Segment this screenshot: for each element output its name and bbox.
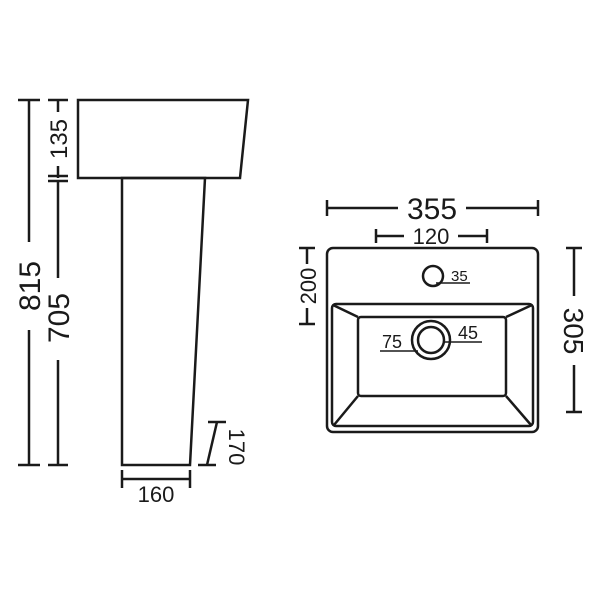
basin-rim	[325, 246, 540, 434]
dim-tap-hole-spacing: 120	[374, 224, 489, 249]
dim-overall-width: 355	[325, 193, 540, 226]
label-pedestal-depth: 170	[224, 429, 249, 466]
side-view: 815 135 705 160	[14, 98, 250, 507]
top-view: 35 75 45 355 120 200	[296, 193, 589, 434]
bevel-top-right	[505, 303, 533, 319]
dim-pedestal-height: 705	[43, 179, 76, 467]
label-tap-hole-spacing: 120	[413, 224, 450, 249]
bevel-bottom-right	[505, 395, 532, 426]
bevel-bottom-left	[333, 395, 359, 426]
dim-basin-height: 135	[46, 98, 73, 178]
dim-overall-depth: 305	[558, 246, 589, 414]
tap-hole	[421, 264, 445, 288]
label-total-height: 815	[14, 261, 47, 311]
pedestal-outline	[120, 176, 207, 467]
basin-outline	[76, 98, 250, 180]
label-tap-hole-diameter: 35	[451, 268, 468, 285]
label-pedestal-width: 160	[138, 482, 175, 507]
waste-outer-circle	[410, 319, 452, 361]
dim-pedestal-depth: 170	[198, 420, 249, 467]
label-overall-width: 355	[407, 193, 457, 226]
bevel-top-left	[332, 303, 359, 319]
label-waste-inner-diameter: 45	[458, 323, 478, 343]
label-overall-depth: 305	[558, 308, 589, 355]
label-basin-height: 135	[46, 119, 73, 159]
bowl-outer-edge	[330, 302, 535, 428]
label-pedestal-height: 705	[43, 293, 76, 343]
bowl-floor	[356, 315, 508, 398]
waste-inner-circle	[416, 325, 446, 355]
dim-total-height: 815	[14, 98, 47, 467]
label-tap-hole-offset: 200	[296, 268, 321, 305]
dim-pedestal-width: 160	[120, 470, 192, 507]
dim-tap-hole-offset: 200	[296, 246, 321, 326]
label-waste-outer-diameter: 75	[382, 332, 402, 352]
